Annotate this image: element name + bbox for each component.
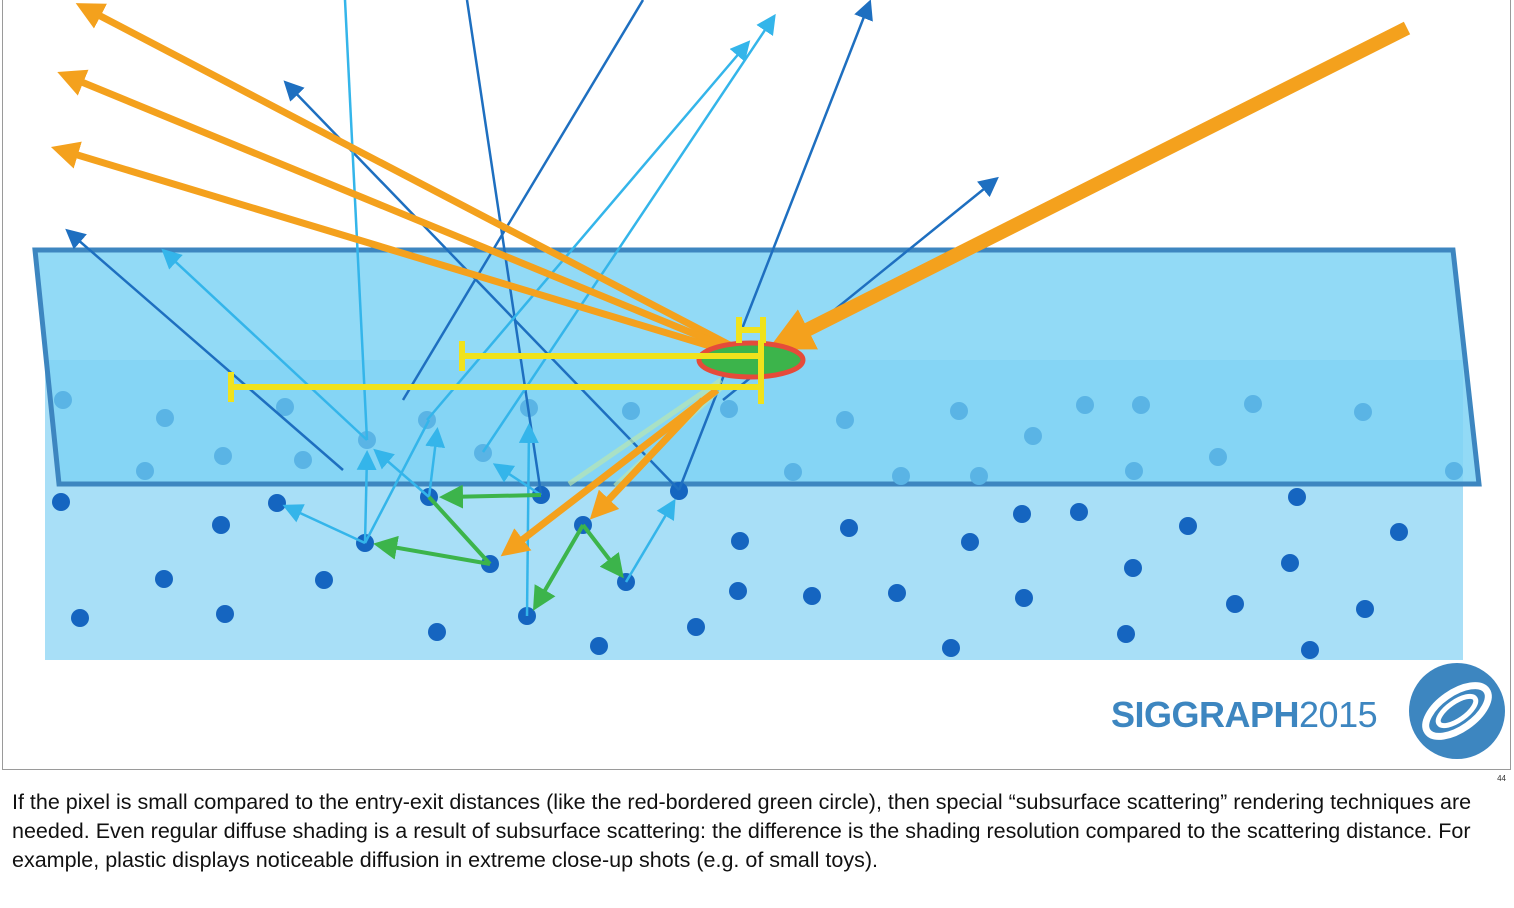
distance-bars: [228, 317, 766, 404]
slide: SIGGRAPH2015: [2, 0, 1511, 770]
speaker-notes: If the pixel is small compared to the en…: [12, 790, 1472, 872]
light-source-rays: [50, 3, 1411, 557]
logo-wordmark: SIGGRAPH2015: [1111, 694, 1378, 735]
slide-number: 44: [1497, 774, 1506, 783]
pixel-circle: [696, 340, 806, 380]
subsurface-scattering-diagram: [32, 0, 1482, 660]
siggraph-logo-icon: [1409, 663, 1505, 759]
scatter-path: [373, 484, 624, 611]
siggraph-logo: SIGGRAPH2015: [1111, 660, 1510, 760]
